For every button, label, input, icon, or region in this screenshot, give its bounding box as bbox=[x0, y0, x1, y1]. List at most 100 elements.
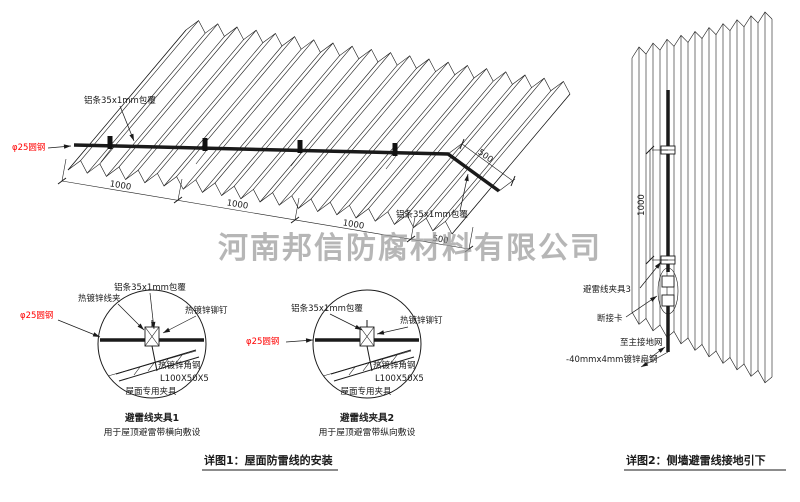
hatch bbox=[133, 354, 183, 376]
leader-arrowhead bbox=[658, 347, 665, 353]
roof-rib-line bbox=[298, 68, 417, 209]
dim-wall-1000: 1000 bbox=[637, 194, 647, 216]
label-angle-spec: L100X50X5 bbox=[375, 374, 424, 384]
roof-rib-line bbox=[86, 33, 206, 174]
leader-arrowhead bbox=[377, 330, 385, 335]
roof-rib-line bbox=[425, 78, 545, 219]
dimension-chain: 1000 1000 1000 500 bbox=[57, 158, 474, 253]
roof-rib-line bbox=[349, 65, 468, 206]
wire-clamp bbox=[195, 138, 208, 165]
dimension-slant-500: 500 bbox=[447, 138, 516, 192]
roof-rib-line bbox=[118, 26, 238, 168]
roof-rib-line bbox=[445, 81, 564, 222]
label-wire-clip: 热镀锌线夹 bbox=[78, 293, 121, 304]
leader-arrowhead bbox=[464, 174, 469, 182]
label-clamp3: 避雷线夹具3 bbox=[583, 284, 631, 295]
clamp-strut bbox=[366, 345, 373, 372]
leader-arrowhead bbox=[305, 338, 313, 343]
dim-slant-500: 500 bbox=[476, 148, 495, 166]
label-strip: 铝条35x1mm包覆 bbox=[291, 303, 363, 314]
roof-rib-line bbox=[387, 71, 507, 212]
roof-rib-line bbox=[157, 33, 276, 174]
wall-corrugation-lines bbox=[631, 11, 773, 383]
wall-elevation bbox=[631, 11, 773, 384]
clamp1-title: 避雷线夹具1 bbox=[125, 412, 179, 424]
roof-rib-line bbox=[106, 36, 225, 177]
roof-rib-line bbox=[195, 39, 315, 180]
roof-rib-line bbox=[272, 52, 391, 193]
label-rivet: 热镀锌铆钉 bbox=[400, 315, 443, 326]
disconnect-lower-plate bbox=[661, 294, 675, 307]
roof-rib-line bbox=[214, 42, 334, 184]
caption-detail-2: 详图2：侧墙避雷线接地引下 bbox=[626, 453, 766, 467]
label-to-main-grid: 至主接地网 bbox=[620, 337, 663, 348]
angle-steel-line bbox=[333, 356, 415, 382]
roof-rib-line bbox=[163, 45, 283, 187]
roof-annotations: φ25圆钢 铝条35x1mm包覆 铝条35x1mm包覆 bbox=[12, 95, 469, 220]
roof-rib-line bbox=[259, 61, 379, 203]
roof-corrugation-ribs bbox=[67, 20, 571, 235]
clamp-detail-circle-2: 铝条35x1mm包覆 热镀锌铆钉 φ25圆钢 热镀锌角钢 L100X50X5 屋… bbox=[246, 289, 443, 438]
dim-500: 500 bbox=[431, 234, 449, 247]
down-conductor bbox=[657, 90, 679, 352]
roof-rib-line bbox=[451, 93, 571, 235]
wall-annotations: 避雷线夹具3 断接卡 至主接地网 -40mmx4mm镀锌扁钢 bbox=[566, 261, 669, 368]
clamp-detail-circle-1: 铝条35x1mm包覆 热镀锌线夹 热镀锌铆钉 φ25圆钢 热镀锌角钢 L100X… bbox=[20, 282, 228, 438]
wire-clamp bbox=[100, 136, 113, 163]
roof-rib-line bbox=[368, 68, 487, 209]
caption-detail-1: 详图1：屋面防雷线的安装 bbox=[204, 453, 333, 467]
clamp1-subtitle: 用于屋顶避雷带横向敷设 bbox=[104, 426, 201, 438]
label-aluminum-strip-right: 铝条35x1mm包覆 bbox=[396, 209, 468, 220]
label-round-steel: φ25圆钢 bbox=[246, 336, 279, 347]
roof-rib-line bbox=[278, 65, 398, 206]
detail-circle bbox=[312, 289, 422, 399]
label-round-steel: φ25圆钢 bbox=[20, 310, 53, 321]
wall-dimension: 1000 bbox=[637, 145, 668, 265]
label-roof-clamp: 屋面专用夹具 bbox=[340, 386, 392, 397]
roof-rib-line bbox=[413, 87, 532, 228]
roof-sheet-line bbox=[107, 350, 197, 377]
leader-arrowhead bbox=[163, 327, 171, 333]
roof-rib-line bbox=[406, 74, 526, 216]
clamp-strut bbox=[151, 345, 158, 372]
leader-arrowhead bbox=[137, 323, 144, 330]
watermark-text: 河南邦信防腐材料有限公司 bbox=[218, 231, 602, 266]
label-strip: 铝条35x1mm包覆 bbox=[114, 282, 186, 293]
label-angle-spec: L100X50X5 bbox=[160, 374, 209, 384]
roof-rib-line bbox=[99, 23, 219, 164]
roof-rib-line bbox=[394, 84, 513, 225]
label-angle-steel: 热镀锌角钢 bbox=[373, 360, 416, 371]
dim-1000-3: 1000 bbox=[342, 218, 365, 231]
roof-rib-line bbox=[253, 49, 372, 190]
label-angle-steel: 热镀锌角钢 bbox=[158, 360, 201, 371]
captions: 详图1：屋面防雷线的安装 详图2：侧墙避雷线接地引下 bbox=[202, 453, 786, 471]
label-roof-clamp: 屋面专用夹具 bbox=[125, 386, 177, 397]
roof-rib-line bbox=[125, 39, 244, 180]
roof-wire-clamps bbox=[100, 136, 398, 170]
lightning-wire-line bbox=[73, 143, 501, 193]
roof-front-edge bbox=[67, 160, 453, 235]
roof-rib-line bbox=[176, 36, 295, 177]
roof-sheet-line bbox=[322, 350, 412, 377]
label-round-steel: φ25圆钢 bbox=[12, 142, 45, 153]
detail-circle bbox=[97, 289, 207, 399]
roof-rib-line bbox=[144, 42, 264, 183]
roof-rib-line bbox=[317, 71, 436, 212]
leader-arrowhead bbox=[654, 262, 661, 269]
dim-1000-1: 1000 bbox=[109, 179, 132, 192]
roof-back-edge bbox=[185, 20, 571, 95]
roof-rib-line bbox=[291, 55, 411, 196]
roof-rib-line bbox=[432, 90, 552, 231]
dim-1000-2: 1000 bbox=[226, 198, 249, 211]
roof-rib-line bbox=[202, 52, 321, 193]
leader-arrowhead bbox=[129, 133, 134, 141]
roof-rib-line bbox=[310, 58, 430, 200]
leader-arrowhead bbox=[92, 332, 100, 337]
label-rivet: 热镀锌铆钉 bbox=[185, 305, 228, 316]
roof-rib-line bbox=[80, 20, 199, 161]
disconnect-highlight-ellipse bbox=[657, 267, 679, 315]
roof-isometric bbox=[67, 20, 571, 235]
roof-rib-line bbox=[329, 62, 449, 203]
